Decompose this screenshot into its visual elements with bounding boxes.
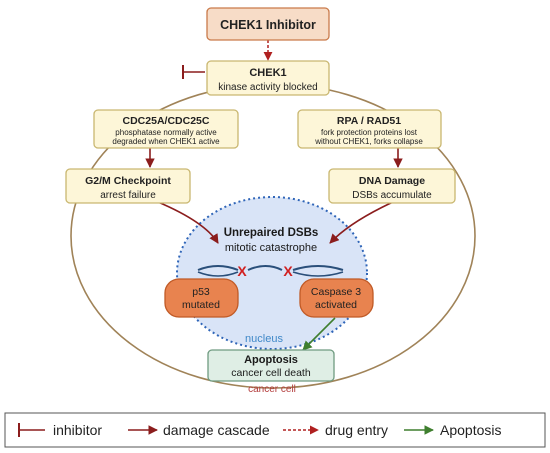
legend-damage-label: damage cascade xyxy=(163,422,270,438)
apoptosis-title: Apoptosis xyxy=(244,354,298,366)
apoptosis-box xyxy=(207,349,335,382)
cdc25-line1: phosphatase normally active xyxy=(115,128,217,137)
unrepaired-dsbs-subtitle: mitotic catastrophe xyxy=(225,242,317,254)
nucleus-label: nucleus xyxy=(245,333,283,345)
p53-label: p53 xyxy=(192,286,210,298)
legend-inhibitor-label: inhibitor xyxy=(53,422,102,438)
dna-damage-title: DNA Damage xyxy=(359,175,425,187)
dna-break-mark-left: X xyxy=(237,263,247,279)
caspase-3-status: activated xyxy=(315,299,357,311)
dna-damage-subtitle: DSBs accumulate xyxy=(352,190,432,201)
chek1-inhibitor-title: CHEK1 Inhibitor xyxy=(220,18,316,32)
p53-status: mutated xyxy=(182,299,220,311)
chek1-box xyxy=(206,60,330,96)
g2m-checkpoint-box xyxy=(65,168,191,204)
rpa-rad51-line1: fork protection proteins lost xyxy=(321,128,418,137)
cdc25-box xyxy=(93,109,239,149)
arrow-g2m-to-nucleus xyxy=(157,201,219,244)
legend-drug-label: drug entry xyxy=(325,422,388,438)
cdc25-title: CDC25A/CDC25C xyxy=(123,115,210,127)
cancer-cell-label: cancer cell xyxy=(248,384,296,395)
arrow-caspase-to-apoptosis xyxy=(302,317,336,351)
unrepaired-dsbs-title: Unrepaired DSBs xyxy=(224,227,319,239)
p53-mutated-pill xyxy=(164,278,239,318)
dna-strand-left-lower xyxy=(197,271,239,277)
dna-break-mark-right: X xyxy=(283,263,293,279)
dna-strand-left xyxy=(197,265,239,271)
dna-strand-right xyxy=(292,265,344,271)
chek1-inhibitor-box xyxy=(206,7,330,41)
legend-box xyxy=(4,412,546,448)
rpa-rad51-box xyxy=(297,109,442,149)
caspase-3-pill xyxy=(299,278,374,318)
rpa-rad51-title: RPA / RAD51 xyxy=(337,115,401,127)
apoptosis-subtitle: cancer cell death xyxy=(231,367,311,379)
cdc25-line2: degraded when CHEK1 active xyxy=(112,137,220,146)
g2m-checkpoint-subtitle: arrest failure xyxy=(100,190,156,201)
chek1-subtitle: kinase activity blocked xyxy=(218,82,318,93)
arrow-dna-damage-to-nucleus xyxy=(329,201,394,244)
g2m-checkpoint-title: G2/M Checkpoint xyxy=(85,175,171,187)
dna-strand-right-lower xyxy=(292,271,344,277)
chek1-title: CHEK1 xyxy=(249,67,286,79)
dna-damage-box xyxy=(328,168,456,204)
dna-strand-middle xyxy=(247,265,283,271)
caspase-3-label: Caspase 3 xyxy=(311,286,361,298)
rpa-rad51-line2: without CHEK1, forks collapse xyxy=(314,137,423,146)
legend-apoptosis-label: Apoptosis xyxy=(440,422,501,438)
